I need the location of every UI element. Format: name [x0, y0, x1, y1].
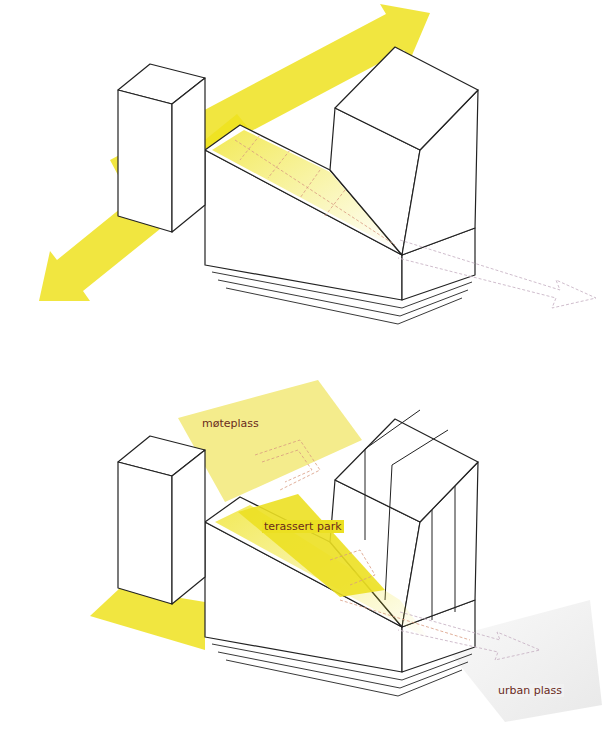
dashed-path	[235, 135, 395, 245]
place-label: terassert park	[262, 520, 344, 533]
building	[205, 47, 478, 324]
dashed-arrow	[398, 240, 596, 308]
tower	[118, 64, 205, 232]
dashed-path	[255, 440, 470, 640]
courtyard-flow	[212, 130, 398, 250]
dashed-arrow	[398, 612, 540, 660]
place-label: møteplass	[200, 417, 261, 430]
place-label: urban plass	[496, 684, 564, 697]
building	[205, 419, 478, 696]
terrace-plane	[238, 494, 385, 597]
tower	[118, 436, 205, 604]
